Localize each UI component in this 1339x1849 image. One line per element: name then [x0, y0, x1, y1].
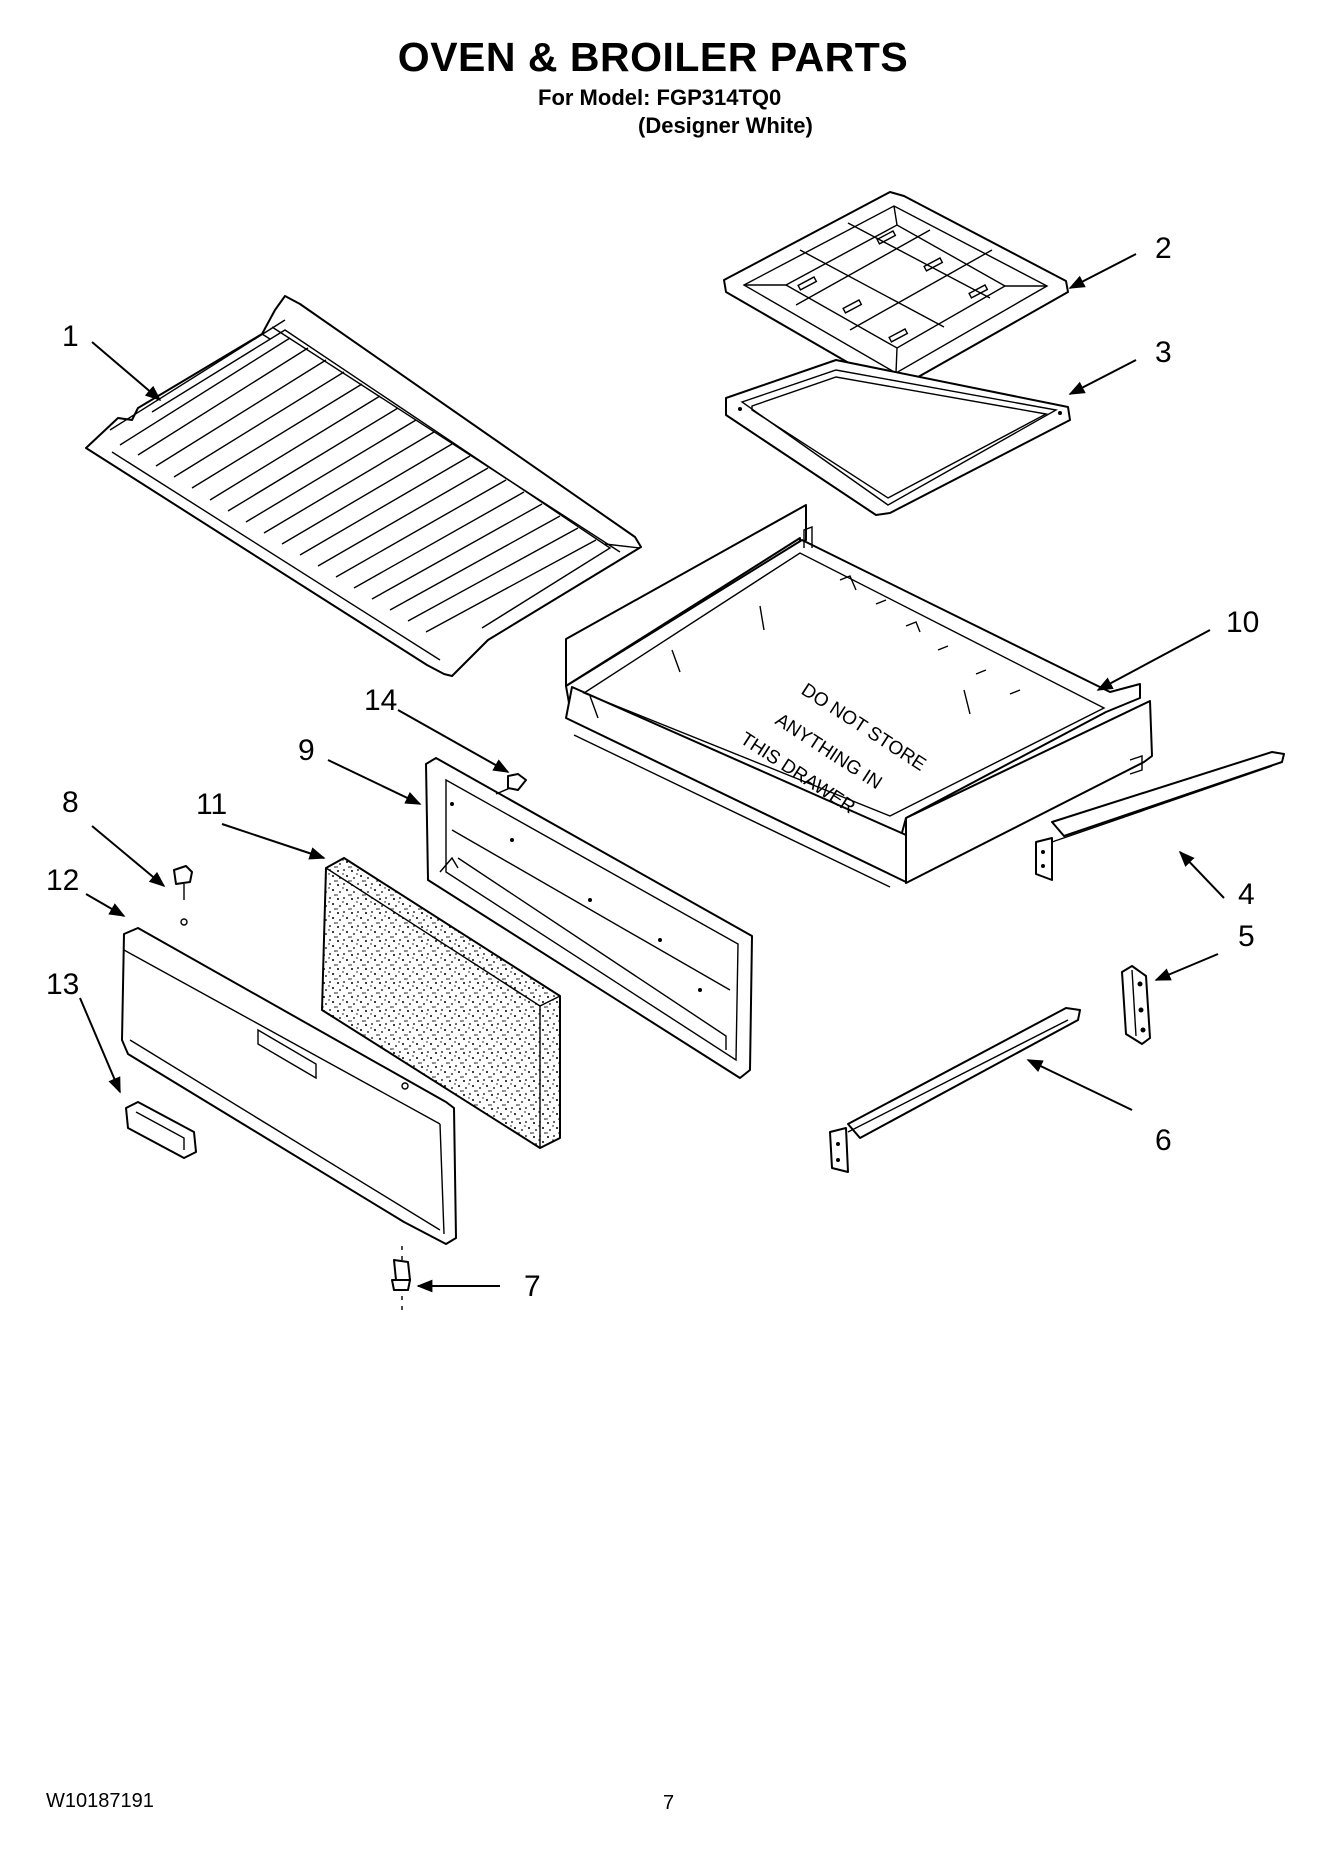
callout-4: 4: [1238, 878, 1255, 911]
callout-12: 12: [46, 864, 79, 897]
callout-7: 7: [524, 1270, 541, 1303]
drawer-front: [121, 927, 457, 1245]
callout-1: 1: [62, 320, 79, 353]
broiler-pan: [725, 359, 1071, 516]
drawer-slide-upper: [1035, 751, 1285, 881]
callout-8: 8: [62, 786, 79, 819]
callout-14: 14: [364, 684, 397, 717]
callout-11: 11: [196, 788, 227, 821]
document-id: W10187191: [46, 1790, 154, 1812]
callout-10: 10: [1226, 606, 1259, 639]
oven-rack: [85, 295, 642, 677]
callout-6: 6: [1155, 1124, 1172, 1157]
callout-2: 2: [1155, 232, 1172, 265]
drawer-slide-lower: [829, 1007, 1081, 1173]
drawer-insulation: [321, 857, 561, 1149]
callout-9: 9: [298, 734, 315, 767]
drawer-inner-panel: [425, 757, 753, 1079]
broiler-pan-grid: [723, 191, 1069, 389]
variant-line: (Designer White): [638, 113, 813, 138]
callout-13: 13: [46, 968, 79, 1001]
screw-panel: [495, 773, 527, 795]
slide-bracket: [1121, 965, 1151, 1045]
storage-drawer: DO NOT STORE ANYTHING IN THIS DRAWER: [565, 504, 1153, 888]
callout-leaders: [79, 253, 1225, 1293]
model-line: For Model: FGP314TQ0: [538, 85, 782, 110]
page-number: 7: [663, 1792, 675, 1814]
screw-front-bottom: [391, 1246, 411, 1310]
screw-front-top: [173, 865, 193, 926]
callout-3: 3: [1155, 336, 1172, 369]
callout-5: 5: [1238, 920, 1255, 953]
page-title: OVEN & BROILER PARTS: [397, 34, 909, 80]
drawer-handle: [125, 1101, 197, 1159]
